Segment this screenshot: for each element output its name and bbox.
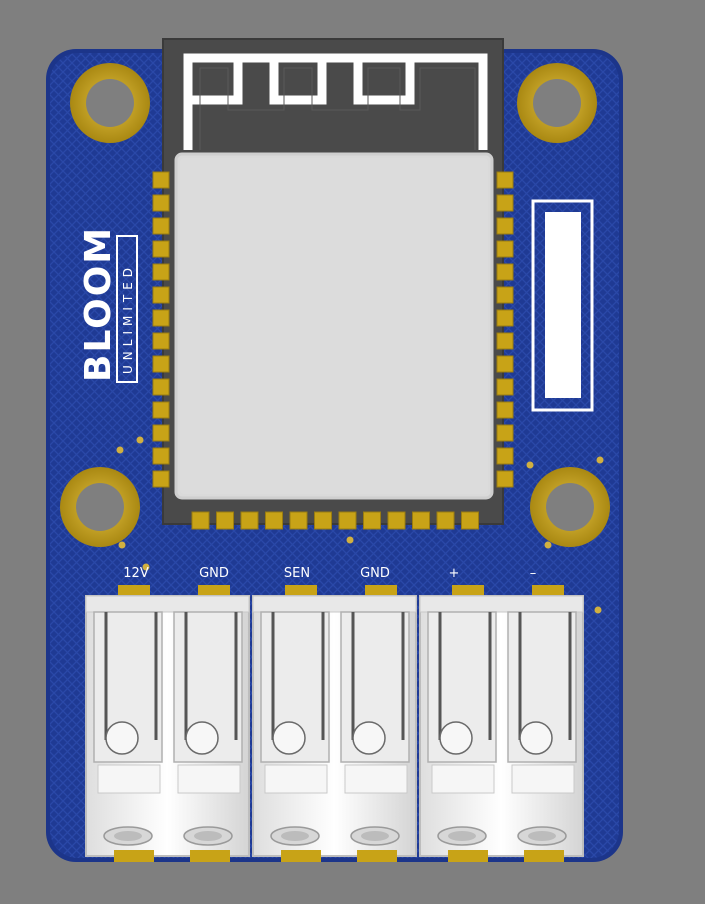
via bbox=[118, 541, 126, 549]
module-pad bbox=[240, 511, 259, 530]
module-pad bbox=[191, 511, 210, 530]
module-pad bbox=[152, 378, 170, 396]
antenna-trace bbox=[183, 53, 488, 150]
mounting-hole-top-left bbox=[70, 63, 150, 143]
module-pad bbox=[289, 511, 308, 530]
via bbox=[142, 563, 150, 571]
mounting-hole-bottom-right bbox=[530, 467, 610, 547]
logo-tagline: UNLIMITED bbox=[121, 263, 135, 374]
module-pad bbox=[152, 286, 170, 304]
screw-icon bbox=[352, 721, 386, 755]
terminal-labels: 12V GND SEN GND + – bbox=[123, 566, 536, 581]
terminal-label-12v: 12V bbox=[123, 566, 149, 581]
module-pad bbox=[216, 511, 234, 530]
via bbox=[596, 456, 604, 464]
module-pads-bottom bbox=[191, 511, 479, 530]
module-pad bbox=[412, 511, 430, 530]
module-pad bbox=[496, 217, 514, 235]
module-pad bbox=[152, 424, 170, 442]
screw-icon bbox=[272, 721, 306, 755]
module-pad bbox=[152, 263, 170, 281]
via bbox=[136, 436, 144, 444]
module-pad bbox=[496, 171, 514, 189]
module-pad bbox=[152, 332, 170, 350]
bloom-logo: BLOOM UNLIMITED bbox=[78, 226, 138, 383]
module-pads-right bbox=[496, 171, 514, 488]
module-pad bbox=[152, 401, 170, 419]
module-pad bbox=[496, 263, 514, 281]
terminal-label-plus: + bbox=[449, 566, 460, 581]
via bbox=[346, 536, 354, 544]
terminal-label-gnd-2: GND bbox=[360, 566, 390, 581]
silkscreen-outline bbox=[531, 199, 594, 412]
terminal-block-1 bbox=[85, 585, 250, 862]
terminal-label-gnd-1: GND bbox=[199, 566, 229, 581]
module-pad bbox=[496, 355, 514, 373]
terminal-pad bbox=[114, 850, 154, 862]
module-pad bbox=[265, 511, 283, 530]
module-pad bbox=[496, 447, 514, 465]
module-pad bbox=[461, 511, 479, 530]
terminal-label-minus: – bbox=[530, 566, 537, 581]
module-pad bbox=[496, 240, 514, 258]
module-pad bbox=[152, 309, 170, 327]
wifi-module bbox=[162, 38, 504, 525]
via bbox=[594, 606, 602, 614]
terminal-blocks bbox=[85, 585, 584, 862]
module-pad bbox=[314, 511, 332, 530]
module-pad bbox=[152, 171, 170, 189]
module-pad bbox=[496, 309, 514, 327]
terminal-pad bbox=[524, 850, 564, 862]
module-pad bbox=[496, 401, 514, 419]
logo-brand: BLOOM bbox=[78, 226, 119, 382]
terminal-pad bbox=[190, 850, 230, 862]
terminal-block-2 bbox=[252, 585, 417, 862]
terminal-label-sen: SEN bbox=[284, 566, 310, 581]
terminal-pad bbox=[357, 850, 397, 862]
via bbox=[116, 446, 124, 454]
module-pad bbox=[387, 511, 406, 530]
screw-icon bbox=[439, 721, 473, 755]
mounting-hole-top-right bbox=[517, 63, 597, 143]
module-pad bbox=[496, 470, 514, 488]
terminal-block-3 bbox=[419, 585, 584, 862]
terminal-pad bbox=[448, 850, 488, 862]
module-pad bbox=[496, 194, 514, 212]
module-pads-left bbox=[152, 171, 170, 488]
module-pad bbox=[496, 332, 514, 350]
module-pad bbox=[496, 424, 514, 442]
screw-icon bbox=[185, 721, 219, 755]
terminal-pad bbox=[281, 850, 321, 862]
screw-icon bbox=[519, 721, 553, 755]
module-pad bbox=[152, 470, 170, 488]
mounting-hole-bottom-left bbox=[60, 467, 140, 547]
module-pad bbox=[152, 447, 170, 465]
module-pad bbox=[152, 355, 170, 373]
via bbox=[526, 461, 534, 469]
module-pad bbox=[363, 511, 381, 530]
module-pad bbox=[436, 511, 455, 530]
screw-icon bbox=[105, 721, 139, 755]
module-pad bbox=[152, 240, 170, 258]
module-pad bbox=[338, 511, 357, 530]
via bbox=[544, 541, 552, 549]
module-pad bbox=[496, 286, 514, 304]
module-pad bbox=[496, 378, 514, 396]
module-pad bbox=[152, 194, 170, 212]
module-pad bbox=[152, 217, 170, 235]
